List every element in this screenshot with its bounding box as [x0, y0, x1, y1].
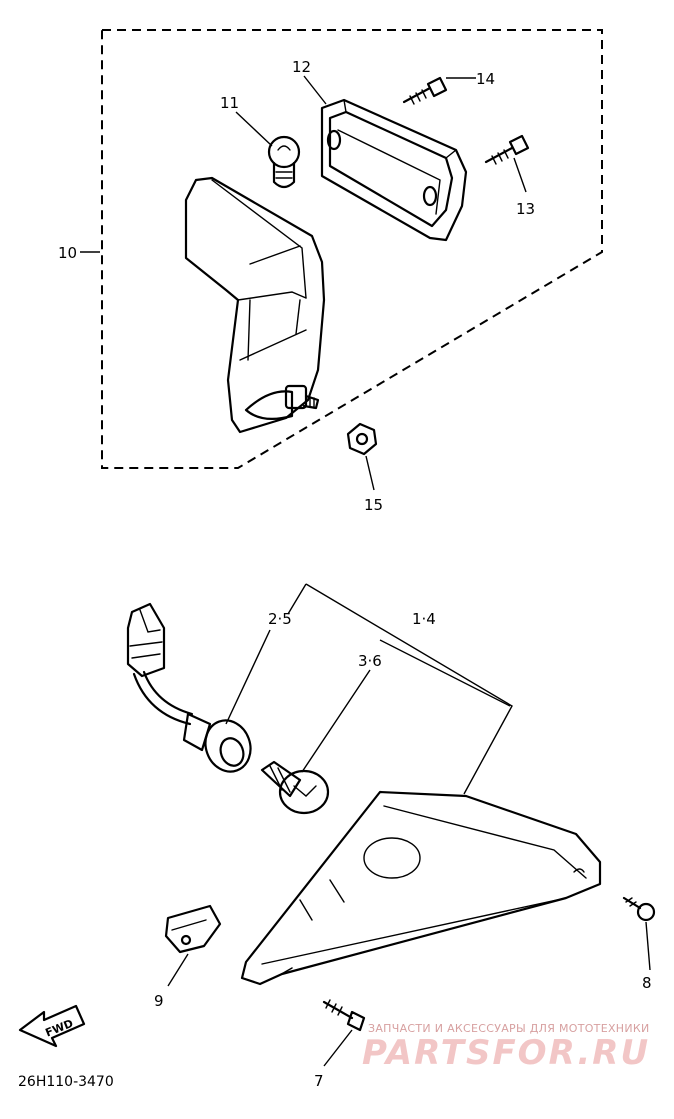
callout-10: 10 [58, 244, 77, 262]
fwd-label: FWD [44, 1017, 76, 1040]
watermark-brand: PARTSFOR.RU [362, 1033, 650, 1073]
watermark-tagline: ЗАПЧАСТИ И АКСЕССУАРЫ ДЛЯ МОТОТЕХНИКИ [368, 1022, 650, 1035]
bulb-11 [267, 135, 301, 189]
screw-14 [402, 76, 448, 105]
turn-signal-housing [184, 176, 326, 434]
bulb-socket-stud [284, 384, 320, 410]
callout-13: 13 [516, 200, 535, 218]
callout-8: 8 [642, 974, 652, 992]
callout-12: 12 [292, 58, 311, 76]
screw-8 [622, 896, 656, 922]
nut-15 [346, 422, 378, 456]
screw-7 [322, 999, 366, 1032]
callout-15: 15 [364, 496, 383, 514]
screw-13 [484, 134, 530, 165]
callout-11: 11 [220, 94, 239, 112]
callout-3-6: 3·6 [358, 652, 382, 670]
wire-harness-socket [126, 602, 252, 773]
callout-14: 14 [476, 70, 495, 88]
turn-signal-lens-body [240, 790, 602, 986]
callout-1-4: 1·4 [412, 610, 436, 628]
diagram-code: 26H110-3470 [18, 1074, 114, 1090]
callout-7: 7 [314, 1072, 324, 1090]
callout-9: 9 [154, 992, 164, 1010]
bulb-3-6 [260, 760, 330, 815]
callout-2-5: 2·5 [268, 610, 292, 628]
fwd-arrow-icon: FWD [18, 1004, 86, 1048]
lens-frame-12 [320, 98, 468, 242]
kit-boundary-dashed [101, 29, 603, 469]
clip-9 [164, 904, 222, 954]
